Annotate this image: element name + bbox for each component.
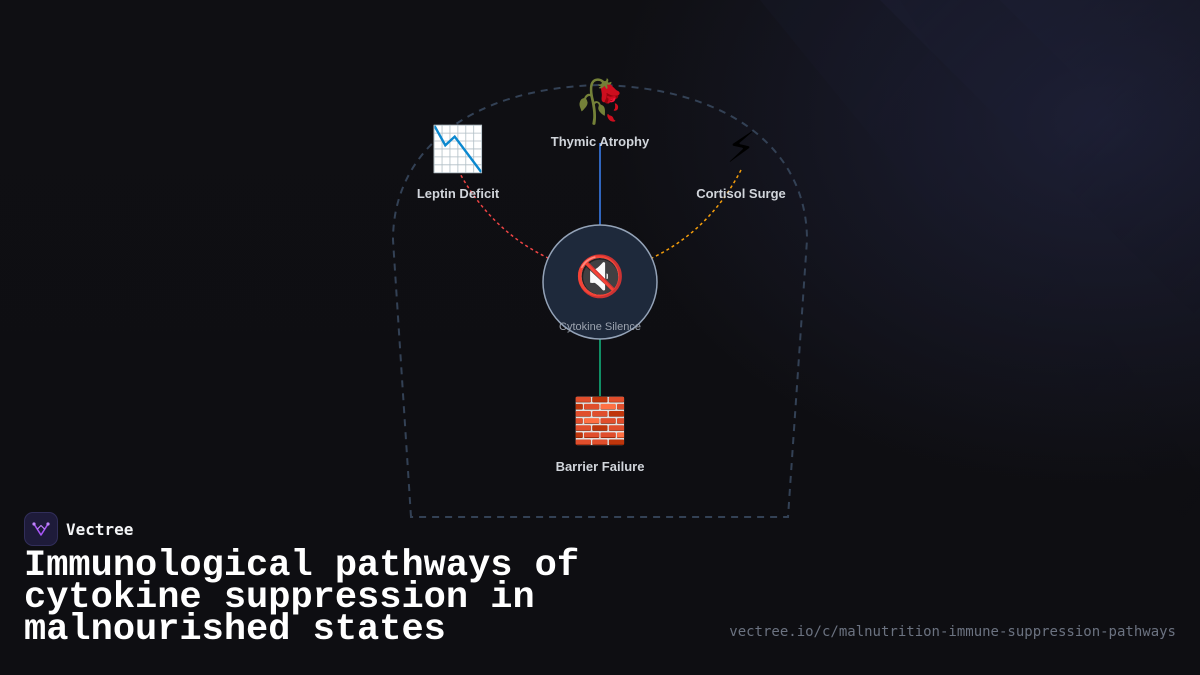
chart-decreasing-icon: 📉	[431, 124, 486, 174]
node-thymic-atrophy[interactable]: 🥀 Thymic Atrophy	[551, 76, 650, 149]
page-title: Immunological pathways of cytokine suppr…	[24, 545, 580, 651]
vectree-logo-icon	[24, 512, 58, 546]
page-url[interactable]: vectree.io/c/malnutrition-immune-suppres…	[729, 624, 1176, 640]
diagram-boundary	[391, 83, 809, 518]
edge-cortisol-surge	[651, 169, 742, 259]
brand-name: Vectree	[66, 519, 134, 539]
center-node-circle	[542, 224, 658, 340]
brick-wall-icon: 🧱	[573, 396, 628, 446]
edge-leptin-deficit	[457, 169, 549, 259]
wilted-flower-icon: 🥀	[574, 76, 626, 126]
node-leptin-deficit[interactable]: 📉 Leptin Deficit	[417, 124, 500, 201]
node-label-cortisol-surge: Cortisol Surge	[696, 186, 786, 201]
brand[interactable]: Vectree	[24, 512, 133, 546]
center-node[interactable]: 🔇 Cytokine Silence	[542, 224, 658, 340]
muted-speaker-icon: 🔇	[575, 253, 625, 299]
lightning-icon: ⚡	[726, 124, 756, 171]
node-label-thymic-atrophy: Thymic Atrophy	[551, 134, 650, 149]
node-barrier-failure[interactable]: 🧱 Barrier Failure	[556, 396, 645, 474]
node-label-leptin-deficit: Leptin Deficit	[417, 186, 500, 201]
center-node-label: Cytokine Silence	[559, 321, 641, 333]
node-label-barrier-failure: Barrier Failure	[556, 459, 645, 474]
node-cortisol-surge[interactable]: ⚡ Cortisol Surge	[696, 124, 786, 201]
